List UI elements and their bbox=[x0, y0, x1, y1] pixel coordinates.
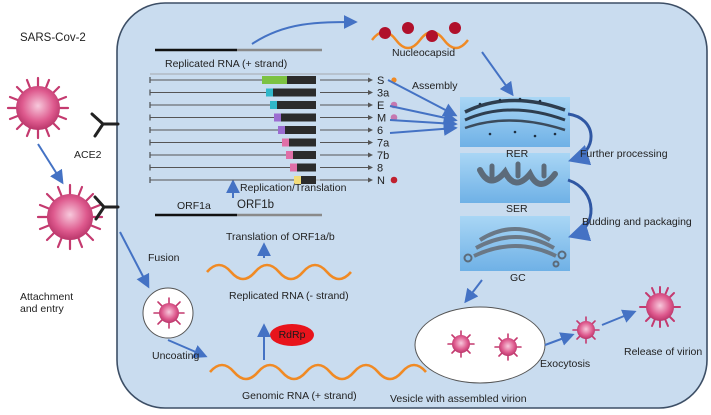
ser-organelle-icon bbox=[460, 153, 570, 203]
virus-outside-icon bbox=[6, 76, 70, 140]
gene-accent-segment bbox=[274, 113, 281, 122]
replicated-minus-label: Replicated RNA (- strand) bbox=[229, 290, 349, 302]
exocytosis-label: Exocytosis bbox=[540, 358, 591, 370]
gene-accent-segment bbox=[294, 176, 301, 184]
rer-organelle-icon bbox=[460, 97, 570, 147]
genomic-rna-label: Genomic RNA (+ strand) bbox=[242, 390, 357, 402]
budding-label: Budding and packaging bbox=[582, 216, 692, 228]
assembly-arrows bbox=[387, 79, 458, 136]
gene-label: N bbox=[377, 175, 385, 187]
gene-coding-segment bbox=[287, 76, 316, 84]
vesicle-virion-2-icon bbox=[494, 333, 522, 361]
ace2-receptor-icon bbox=[90, 112, 120, 138]
gene-coding-segment bbox=[277, 101, 316, 109]
replication-translation-label: Replication/Translation bbox=[240, 182, 347, 194]
gene-label: M bbox=[377, 113, 386, 125]
gene-label: 3a bbox=[377, 88, 390, 100]
rdrp-label: RdRp bbox=[278, 329, 306, 341]
golgi-organelle-icon bbox=[460, 216, 570, 271]
entry-arrow bbox=[37, 143, 64, 185]
gene-accent-segment bbox=[266, 88, 273, 97]
orf1b-label: ORF1b bbox=[237, 199, 275, 211]
gene-coding-segment bbox=[293, 151, 316, 159]
release-arrow bbox=[601, 309, 637, 326]
vesicle-label: Vesicle with assembled virion bbox=[390, 393, 527, 405]
nucleocapsid-protein-icon bbox=[390, 176, 398, 184]
gene-accent-segment bbox=[278, 126, 285, 134]
gene-label: 6 bbox=[377, 125, 383, 137]
ace2-receptor-2-icon bbox=[93, 195, 120, 221]
gene-label: 7a bbox=[377, 138, 390, 150]
gene-accent-segment bbox=[290, 163, 297, 172]
budding-arrow bbox=[567, 178, 593, 242]
gene-coding-segment bbox=[285, 126, 316, 134]
ser-label: SER bbox=[506, 203, 528, 215]
gene-accent-segment bbox=[286, 151, 293, 159]
orf1a-label: ORF1a bbox=[177, 200, 211, 212]
attachment-label: Attachment and entry bbox=[20, 291, 74, 316]
nucleocapsid-protein-icon bbox=[379, 22, 461, 42]
vesicle-virion-1-icon bbox=[447, 330, 475, 358]
fusion-arrow bbox=[119, 231, 150, 289]
exocytosis-virion-icon bbox=[572, 316, 600, 344]
release-label: Release of virion bbox=[624, 346, 703, 358]
exocytosis-arrow bbox=[544, 332, 575, 346]
gc-to-vesicle-arrow bbox=[464, 279, 483, 304]
nucleocapsid-to-rer-arrow bbox=[481, 51, 514, 97]
assembly-label: Assembly bbox=[412, 80, 458, 92]
spike-protein-icon bbox=[391, 77, 397, 83]
gene-accent-segment bbox=[270, 101, 277, 109]
gene-label: E bbox=[377, 100, 384, 112]
replicated-plus-label: Replicated RNA (+ strand) bbox=[165, 58, 288, 70]
released-virion-icon bbox=[639, 286, 681, 328]
gene-label: 7b bbox=[377, 150, 389, 162]
gene-coding-segment bbox=[297, 163, 316, 172]
gene-label: S bbox=[377, 75, 384, 87]
virus-label: SARS-Cov-2 bbox=[20, 32, 86, 44]
gene-coding-segment bbox=[281, 113, 316, 122]
fusion-label: Fusion bbox=[148, 252, 180, 264]
further-processing-label: Further processing bbox=[580, 148, 668, 160]
further-processing-arrow bbox=[567, 112, 593, 166]
uncoating-label: Uncoating bbox=[152, 350, 200, 362]
rdrp-enzyme-icon bbox=[270, 324, 314, 346]
replicated-minus-rna-strand bbox=[206, 263, 352, 281]
uncoating-arrow bbox=[167, 339, 208, 358]
rer-label: RER bbox=[506, 148, 529, 160]
ace2-label: ACE2 bbox=[74, 149, 102, 161]
gene-coding-segment bbox=[301, 176, 316, 184]
nucleocapsid-label: Nucleocapsid bbox=[392, 47, 456, 59]
gene-coding-segment bbox=[273, 88, 316, 97]
vesicle bbox=[414, 306, 546, 384]
genomic-rna-strand bbox=[209, 363, 427, 381]
translation-label: Translation of ORF1a/b bbox=[226, 231, 335, 243]
virus-attached-icon bbox=[36, 183, 104, 251]
gc-label: GC bbox=[510, 272, 526, 284]
to-nucleocapsid-arrow bbox=[251, 15, 358, 45]
gene-coding-segment bbox=[289, 138, 316, 147]
endosome-virus-icon bbox=[153, 297, 185, 329]
gene-label: 8 bbox=[377, 163, 383, 175]
gene-accent-segment bbox=[262, 76, 287, 84]
gene-accent-segment bbox=[282, 138, 289, 147]
